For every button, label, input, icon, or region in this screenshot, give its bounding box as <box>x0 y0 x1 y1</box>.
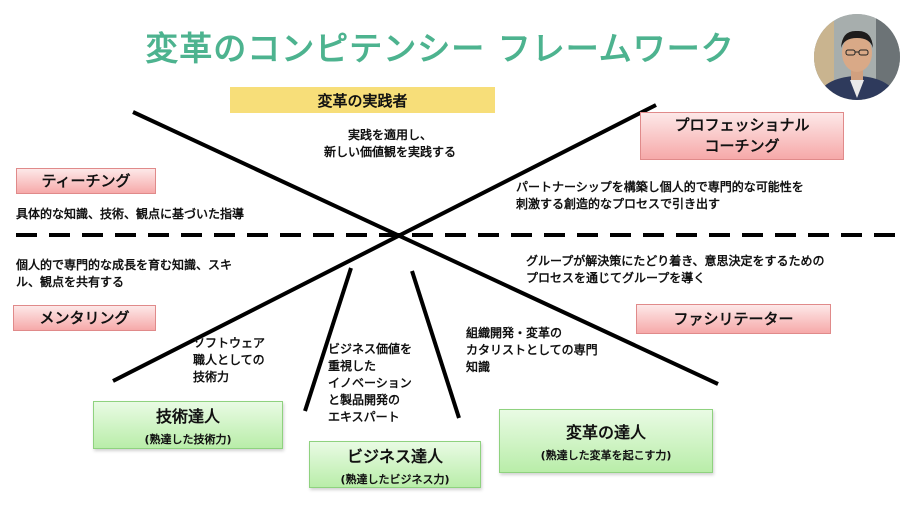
business-master-label: ビジネス達人 <box>346 446 443 466</box>
coaching-label-line2: コーチング <box>704 137 780 155</box>
business-description: ビジネス価値を 重視した イノベーション と製品開発の エキスパート <box>328 342 413 424</box>
business-line-left <box>303 267 353 412</box>
mentoring-label: メンタリング <box>39 308 130 327</box>
technical-master-box: 技術達人 (熟達した技術力) <box>93 401 283 449</box>
teaching-label: ティーチング <box>41 171 131 190</box>
facilitator-description: グループが解決策にたどり着き、意思決定をするための プロセスを通じてグループを導… <box>526 254 825 285</box>
practitioner-label: 変革の実践者 <box>317 91 408 110</box>
technical-description: ソフトウェア 職人としての 技術力 <box>193 336 266 384</box>
diagonal-line-left <box>132 110 719 386</box>
facilitator-label: ファシリテーター <box>673 309 794 328</box>
teaching-box: ティーチング <box>16 168 156 194</box>
page-title: 変革のコンピテンシー フレームワーク <box>145 29 735 68</box>
business-master-sub: (熟達したビジネス力) <box>340 472 450 486</box>
business-master-box: ビジネス達人 (熟達したビジネス力) <box>309 441 481 488</box>
coaching-label-line1: プロフェッショナル <box>674 116 810 134</box>
transformation-master-box: 変革の達人 (熟達した変革を起こす力) <box>499 409 713 473</box>
coaching-box: プロフェッショナル コーチング <box>640 112 844 160</box>
mentoring-description: 個人的で専門的な成長を育む知識、スキ ル、観点を共有する <box>16 258 233 289</box>
technical-master-sub: (熟達した技術力) <box>144 433 232 446</box>
transformation-master-sub: (熟達した変革を起こす力) <box>540 449 672 462</box>
coaching-description: パートナーシップを構築し個人的で専門的な可能性を 刺激する創造的なプロセスで引き… <box>516 180 804 211</box>
transformation-description: 組織開発・変革の カタリストとしての専門 知識 <box>466 326 598 374</box>
transformation-master-label: 変革の達人 <box>565 423 646 442</box>
business-line-right <box>410 270 461 419</box>
practitioner-box: 変革の実践者 <box>230 87 495 113</box>
diagonal-line-right <box>112 103 657 383</box>
technical-master-label: 技術達人 <box>155 407 220 426</box>
teaching-description: 具体的な知識、技術、観点に基づいた指導 <box>16 207 245 221</box>
practitioner-description: 実践を適用し、 新しい価値観を実践する <box>323 128 456 159</box>
facilitator-box: ファシリテーター <box>636 304 831 334</box>
mentoring-box: メンタリング <box>13 305 156 331</box>
